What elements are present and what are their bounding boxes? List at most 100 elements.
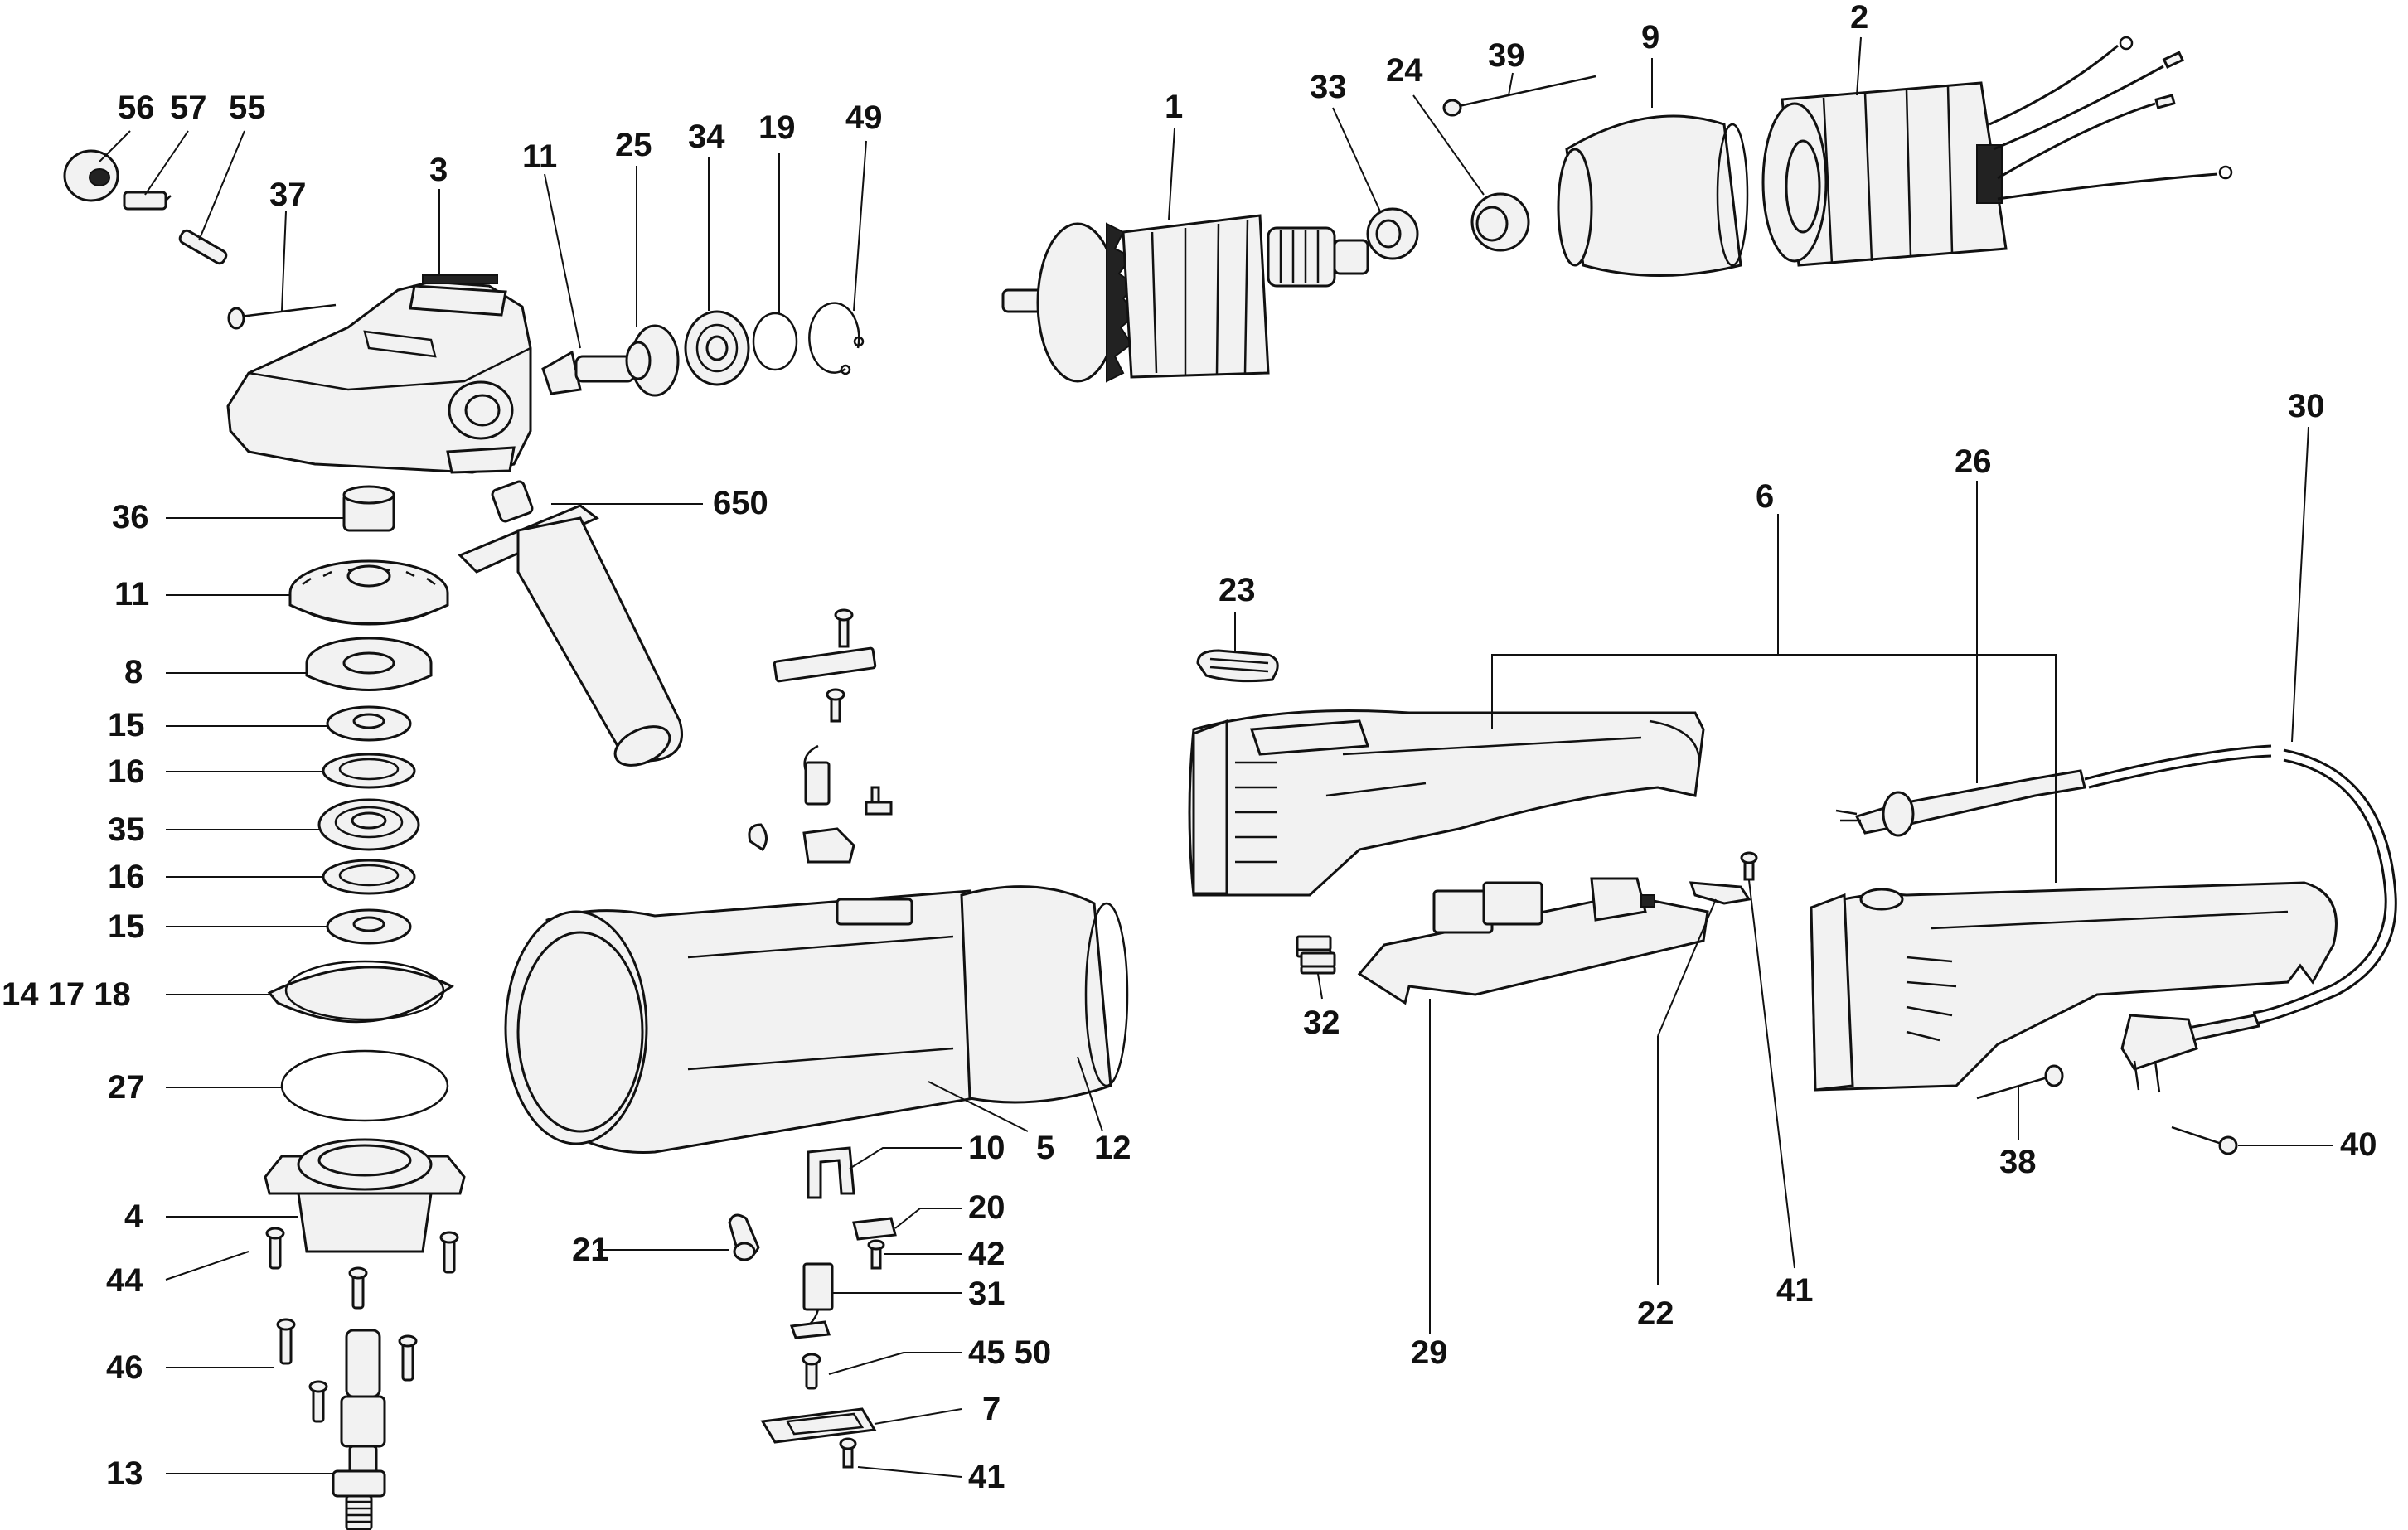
label-57: 57 xyxy=(170,90,207,126)
part-8-flange xyxy=(305,637,433,691)
part-4-bearing-flange xyxy=(264,1138,466,1253)
label-16-a: 16 xyxy=(108,753,145,790)
label-55: 55 xyxy=(229,90,266,126)
label-24: 24 xyxy=(1386,52,1423,89)
label-36: 36 xyxy=(112,499,149,535)
part-41-screw-bottom xyxy=(839,1437,857,1469)
label-23: 23 xyxy=(1219,572,1256,608)
label-56: 56 xyxy=(118,90,155,126)
part-45-50-screw xyxy=(802,1353,821,1390)
label-1: 1 xyxy=(1165,89,1183,125)
label-25: 25 xyxy=(615,127,652,163)
part-11-pinion xyxy=(541,350,636,395)
part-16-seal-b xyxy=(322,859,416,895)
part-2-stator xyxy=(1761,36,2233,267)
label-35: 35 xyxy=(108,811,145,848)
label-40: 40 xyxy=(2340,1126,2377,1163)
part-20-plate xyxy=(852,1217,897,1241)
part-44-screws xyxy=(265,1227,459,1310)
part-31-carbon-brush xyxy=(789,1262,834,1339)
part-5-motor-housing xyxy=(504,885,1129,1154)
label-16-b: 16 xyxy=(108,859,145,895)
part-36-bushing xyxy=(342,485,395,532)
part-35-bearing xyxy=(317,798,420,851)
part-39-screw xyxy=(1442,75,1596,117)
part-10-clip xyxy=(807,1146,855,1199)
part-29-switch xyxy=(1357,877,1709,1005)
label-5: 5 xyxy=(1036,1130,1054,1166)
label-3: 3 xyxy=(429,152,448,188)
label-15-a: 15 xyxy=(108,707,145,743)
part-40-screw xyxy=(2171,1126,2238,1155)
part-27-o-ring xyxy=(280,1049,449,1122)
label-29: 29 xyxy=(1411,1334,1448,1371)
label-37: 37 xyxy=(269,177,307,213)
part-22-spring-clip xyxy=(1689,881,1751,905)
part-57-spring xyxy=(123,190,172,211)
part-15-washer-b xyxy=(326,908,412,945)
part-650-side-handle xyxy=(458,480,683,767)
part-46-screws xyxy=(276,1318,418,1423)
label-46: 46 xyxy=(106,1349,143,1386)
label-41-bottom: 41 xyxy=(968,1459,1005,1495)
label-22: 22 xyxy=(1637,1295,1674,1332)
part-38-screw xyxy=(1976,1064,2064,1100)
label-2: 2 xyxy=(1850,0,1868,36)
part-15-washer-a xyxy=(326,705,412,742)
part-7-cover-plate xyxy=(760,1407,877,1444)
part-6-handle-right xyxy=(1810,881,2338,1092)
label-6: 6 xyxy=(1756,478,1774,515)
part-56-knob xyxy=(63,149,119,202)
part-42-screw xyxy=(867,1239,885,1270)
part-11-bevel-gear xyxy=(288,559,449,626)
label-11-top: 11 xyxy=(522,138,557,175)
label-27: 27 xyxy=(108,1069,145,1106)
part-32-brush-clips xyxy=(1296,935,1336,975)
part-25-bearing-cup xyxy=(625,324,680,397)
part-33-bearing xyxy=(1366,207,1419,260)
label-13: 13 xyxy=(106,1455,143,1492)
label-49: 49 xyxy=(845,99,883,136)
part-13-spindle xyxy=(332,1329,386,1530)
part-55-pin xyxy=(178,229,228,265)
label-32: 32 xyxy=(1303,1005,1340,1041)
part-19-washer xyxy=(752,312,798,371)
part-49-circlip xyxy=(808,302,865,375)
label-30: 30 xyxy=(2288,388,2325,424)
part-brush-assembly-upper xyxy=(748,608,893,864)
label-11-left: 11 xyxy=(114,576,149,612)
label-12: 12 xyxy=(1094,1130,1131,1166)
part-16-seal-a xyxy=(322,753,416,789)
label-20: 20 xyxy=(968,1189,1005,1226)
label-34: 34 xyxy=(688,119,725,155)
part-41-screw-right xyxy=(1740,851,1758,881)
part-34-ball-bearing xyxy=(684,310,750,386)
part-26-cable-sleeve xyxy=(1835,769,2086,837)
label-42: 42 xyxy=(968,1236,1005,1272)
part-37-screw xyxy=(227,303,337,330)
part-14-17-18-gasket xyxy=(267,960,454,1024)
part-6-handle-left xyxy=(1188,709,1705,897)
label-4: 4 xyxy=(124,1198,143,1235)
label-45-50: 45 50 xyxy=(968,1334,1051,1371)
label-10: 10 xyxy=(968,1130,1005,1166)
label-33: 33 xyxy=(1310,69,1347,105)
label-26: 26 xyxy=(1955,443,1992,480)
part-number-labels: 56 57 55 37 3 11 25 34 19 49 1 33 24 39 … xyxy=(2,0,2377,1495)
label-38: 38 xyxy=(1999,1144,2037,1180)
part-1-armature xyxy=(1001,214,1369,383)
label-21: 21 xyxy=(572,1232,609,1268)
label-39: 39 xyxy=(1488,37,1525,74)
part-9-fan-guide xyxy=(1557,114,1749,277)
label-41-right: 41 xyxy=(1776,1272,1814,1309)
label-8: 8 xyxy=(124,654,143,690)
label-19: 19 xyxy=(758,109,796,146)
label-44: 44 xyxy=(106,1262,143,1299)
part-3-gear-housing xyxy=(226,274,532,474)
leader-lines xyxy=(99,36,2333,1478)
label-14-17-18: 14 17 18 xyxy=(2,976,131,1013)
part-30-power-cable xyxy=(2084,744,2397,1093)
label-31: 31 xyxy=(968,1276,1005,1312)
label-7: 7 xyxy=(982,1391,1001,1427)
